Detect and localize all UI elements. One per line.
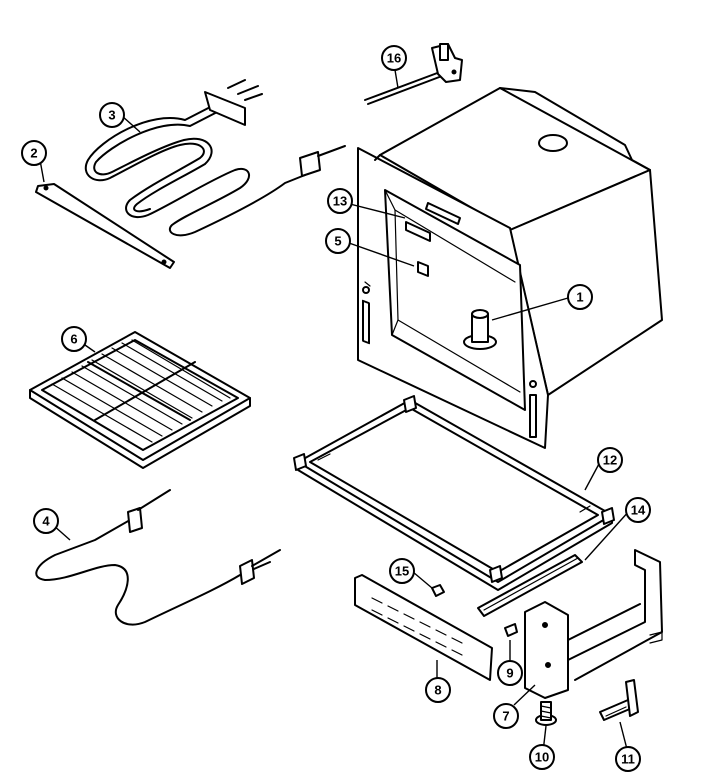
part-14-rail: [477, 554, 583, 617]
callout-label-15: 15: [395, 564, 409, 579]
part-6-oven-rack: [29, 331, 251, 469]
callout-label-3: 3: [108, 108, 115, 123]
part-12-bottom-tray: [293, 395, 615, 591]
callout-label-1: 1: [576, 290, 583, 305]
callout-label-7: 7: [502, 709, 509, 724]
callout-6: 6: [61, 326, 87, 352]
callout-14: 14: [625, 497, 651, 523]
oven-cavity: [357, 87, 663, 449]
callout-label-11: 11: [621, 752, 635, 767]
callout-label-8: 8: [434, 683, 441, 698]
callout-label-4: 4: [42, 514, 50, 529]
part-2-strap: [35, 183, 175, 269]
part-9-screw: [504, 623, 518, 637]
callout-7: 7: [493, 703, 519, 729]
part-11-small-bracket: [599, 679, 639, 721]
callout-4: 4: [33, 508, 59, 534]
callout-12: 12: [597, 447, 623, 473]
callout-10: 10: [529, 744, 555, 770]
callout-2: 2: [21, 140, 47, 166]
callout-5: 5: [325, 228, 351, 254]
callout-16: 16: [381, 45, 407, 71]
callout-label-12: 12: [603, 453, 617, 468]
callout-8: 8: [425, 677, 451, 703]
callout-13: 13: [327, 188, 353, 214]
callout-label-16: 16: [387, 51, 401, 66]
callout-9: 9: [497, 660, 523, 686]
part-16-rod: [364, 43, 463, 105]
part-7-bracket: [524, 549, 663, 699]
part-15-nut: [431, 584, 445, 597]
part-4-bake-element: [35, 489, 281, 626]
part-10-leveling-foot: [535, 701, 557, 726]
callout-label-14: 14: [631, 503, 646, 518]
callout-label-6: 6: [70, 332, 77, 347]
callout-label-5: 5: [334, 234, 341, 249]
part-8-slotted-panel: [354, 574, 493, 681]
callout-label-10: 10: [535, 750, 549, 765]
callout-label-2: 2: [30, 146, 37, 161]
callout-11: 11: [615, 746, 641, 772]
part-3-broil-element: [84, 79, 346, 237]
callout-label-9: 9: [506, 666, 513, 681]
callout-3: 3: [99, 102, 125, 128]
leader-lines: [39, 69, 631, 758]
callout-label-13: 13: [333, 194, 347, 209]
callout-1: 1: [567, 284, 593, 310]
callout-15: 15: [389, 558, 415, 584]
